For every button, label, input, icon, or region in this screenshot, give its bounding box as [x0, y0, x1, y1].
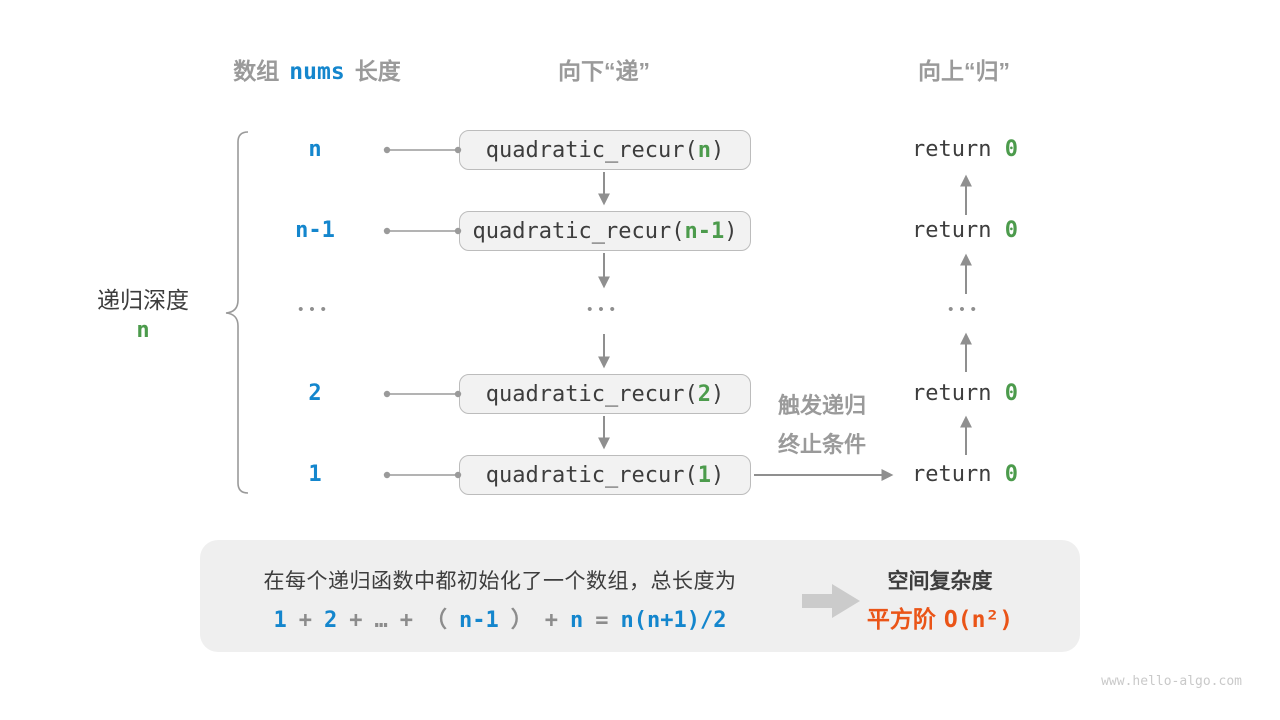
call-arg: n — [697, 137, 711, 163]
space-complexity-title: 空间复杂度 — [887, 570, 993, 593]
formula-paren: ） — [510, 608, 533, 633]
return-statement-n-1: return 0 — [885, 217, 1045, 245]
recursion-depth-value: n — [136, 318, 150, 343]
return-value: 0 — [1004, 462, 1018, 487]
header-upward-return: 向上“归” — [918, 58, 1010, 84]
formula-operator: + — [349, 608, 363, 633]
formula-term: 2 — [324, 608, 338, 633]
call-arg: n-1 — [684, 218, 725, 244]
summary-text: 在每个递归函数中都初始化了一个数组，总长度为 — [263, 570, 737, 593]
header-array-length: 数组 nums 长度 — [197, 58, 437, 85]
return-statement-n: return 0 — [885, 136, 1045, 164]
return-keyword: return — [912, 462, 1005, 487]
formula-ellipsis: … — [374, 608, 388, 633]
header-downward-recurse: 向下“递” — [558, 58, 650, 84]
return-statement-1: return 0 — [885, 461, 1045, 489]
base-case-note-line1: 触发递归 — [777, 393, 866, 418]
ellipsis-depth-column: ••• — [298, 301, 332, 318]
brace-icon — [225, 131, 249, 494]
call-text: quadratic_recur( — [485, 137, 698, 163]
complexity-big-o: O(n²) — [943, 607, 1014, 633]
header-array-suffix: 长度 — [354, 58, 401, 84]
depth-label-n: n — [308, 137, 322, 162]
formula-term: n — [570, 608, 584, 633]
formula-equals: = — [595, 608, 609, 633]
depth-label-1: 1 — [308, 462, 322, 487]
formula-result: n(n+1)/2 — [620, 608, 727, 633]
connector-dots — [383, 146, 462, 479]
formula-term: 1 — [273, 608, 287, 633]
space-complexity-value: 平方阶 O(n²) — [830, 600, 1050, 634]
return-value: 0 — [1004, 218, 1018, 243]
call-box-1: quadratic_recur(1) — [459, 455, 751, 495]
return-keyword: return — [912, 137, 1005, 162]
call-box-n: quadratic_recur(n) — [459, 130, 751, 170]
formula-term: n-1 — [459, 608, 499, 633]
return-keyword: return — [912, 218, 1005, 243]
formula-operator: + — [544, 608, 559, 633]
complexity-order-label: 平方阶 — [866, 606, 936, 632]
return-value: 0 — [1004, 137, 1018, 162]
call-text: ) — [710, 137, 725, 163]
ellipsis-call-column: ••• — [587, 301, 621, 318]
depth-label-2: 2 — [308, 381, 322, 406]
formula-paren: （ — [425, 608, 448, 633]
formula-operator: + — [399, 608, 413, 633]
call-text: quadratic_recur( — [485, 462, 698, 488]
summary-panel — [200, 540, 1080, 652]
header-nums-code: nums — [289, 59, 345, 85]
formula-operator: + — [298, 608, 312, 633]
recursion-depth-label: 递归深度 — [97, 287, 189, 313]
base-case-note-line2: 终止条件 — [777, 432, 866, 457]
header-array-prefix: 数组 — [233, 58, 280, 84]
ellipsis-return-column: ••• — [948, 301, 982, 318]
return-statement-2: return 0 — [885, 380, 1045, 408]
depth-label-n-1: n-1 — [295, 218, 335, 243]
connector-lines — [387, 149, 458, 476]
call-text: ) — [724, 218, 738, 244]
return-keyword: return — [912, 381, 1005, 406]
call-text: ) — [710, 381, 725, 407]
summary-formula: 1 +2 + … + （ n-1 ） + n = n(n+1)/2 — [210, 602, 790, 634]
watermark: www.hello-algo.com — [1101, 674, 1242, 689]
return-value: 0 — [1004, 381, 1018, 406]
call-text: quadratic_recur( — [485, 381, 698, 407]
call-box-n-1: quadratic_recur(n-1) — [459, 211, 751, 251]
call-arg: 1 — [697, 462, 711, 488]
call-arg: 2 — [697, 381, 711, 407]
call-box-2: quadratic_recur(2) — [459, 374, 751, 414]
call-text: quadratic_recur( — [472, 218, 685, 244]
call-text: ) — [710, 462, 725, 488]
